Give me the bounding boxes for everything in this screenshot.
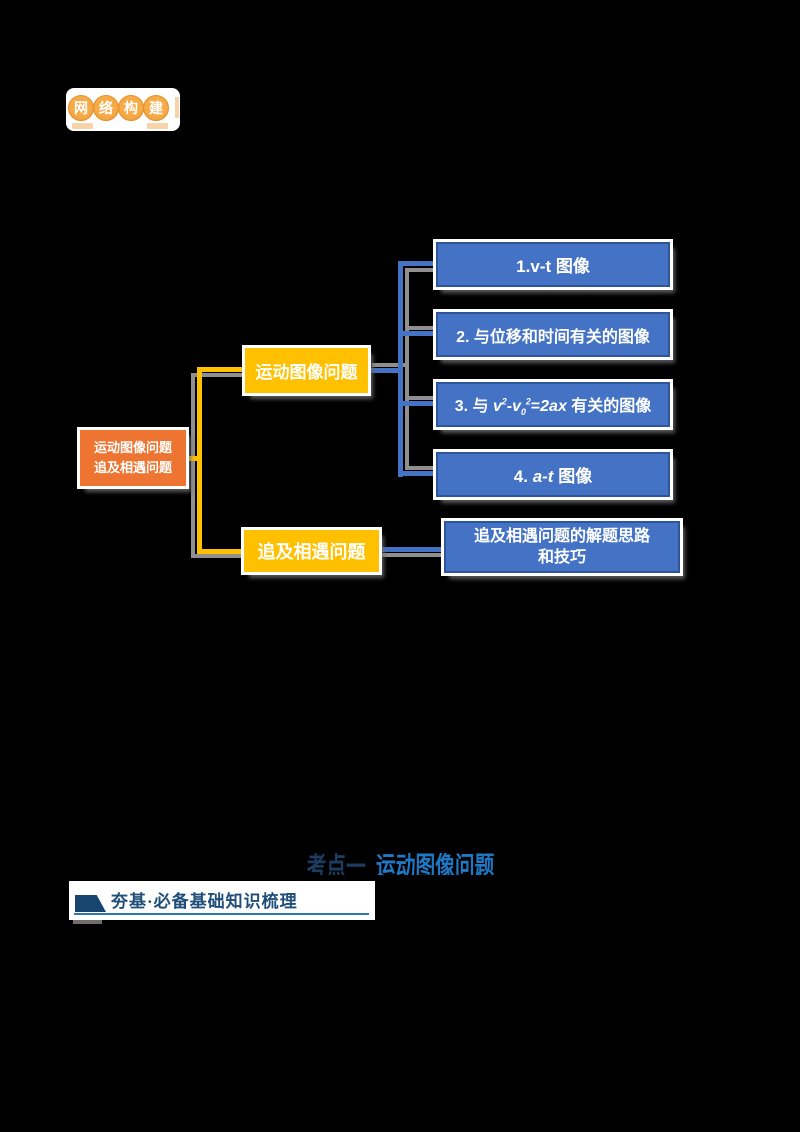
leaf-node-at-graph: 4. a-t 图像 <box>436 452 670 497</box>
leaf-node-vt-graph: 1.v-t 图像 <box>436 242 670 287</box>
branch-node-motion-graphs: 运动图像问题 <box>245 348 368 393</box>
formula-pre: 3. 与 <box>454 397 493 415</box>
formula-v: v <box>492 397 502 415</box>
logo-circle-2: 络 <box>93 95 119 121</box>
section-header: 夯基·必备基础知识梳理 <box>69 881 375 920</box>
connector-root-stub <box>185 456 201 461</box>
connector-shadow <box>405 326 436 330</box>
section-marker-shape <box>75 895 106 912</box>
connector-to-leaf-4 <box>398 471 436 476</box>
topic-heading-title: 运动图像问题 <box>375 853 494 875</box>
leaf-node-solution: 追及相遇问题的解题思路 和技巧 <box>444 521 680 573</box>
logo-ribbon-right <box>147 123 168 129</box>
connector-to-leaf-2 <box>398 331 436 336</box>
branch-label: 追及相遇问题 <box>257 542 366 562</box>
connector-shadow <box>191 554 244 558</box>
leaf-node-displacement-time: 2. 与位移和时间有关的图像 <box>436 312 670 357</box>
logo-ribbon-left <box>72 123 93 129</box>
connector-blue-vertical <box>398 261 403 477</box>
connector-from-motion-branch <box>368 368 401 373</box>
logo-circle-3: 构 <box>118 95 144 121</box>
leaf-label: 1.v-t 图像 <box>516 257 590 276</box>
section-marker-shadow <box>73 920 102 924</box>
logo-char: 络 <box>99 100 113 116</box>
formula-post: 有关的图像 <box>566 397 652 415</box>
logo-circle-4: 建 <box>143 95 169 121</box>
topic-heading: 考点一运动图像问题 <box>0 853 800 875</box>
logo-circle-1: 网 <box>68 95 94 121</box>
branch-label: 运动图像问题 <box>255 363 358 382</box>
formula-dash: - <box>506 397 513 415</box>
connector-yellow-vertical <box>197 367 202 554</box>
formula-sub: 0 <box>520 407 526 418</box>
connector-shadow <box>191 373 245 377</box>
connector-to-leaf-1 <box>398 261 436 266</box>
logo-char: 网 <box>74 100 88 116</box>
at-post: 图像 <box>553 467 593 486</box>
leaf-label: 2. 与位移和时间有关的图像 <box>456 328 650 346</box>
formula-sup: 2 <box>501 396 507 407</box>
section-title: 夯基·必备基础知识梳理 <box>111 892 298 911</box>
connector-to-leaf-5 <box>379 547 444 552</box>
root-node: 运动图像问题 追及相遇问题 <box>80 430 186 486</box>
section-underline <box>74 913 369 915</box>
connector-to-motion-branch <box>197 367 245 372</box>
formula-eq: = <box>530 397 541 415</box>
logo-ribbon-edge <box>175 97 179 118</box>
formula-sup: 2 <box>525 396 531 407</box>
logo-char: 构 <box>124 100 138 116</box>
root-node-line2: 追及相遇问题 <box>93 460 172 475</box>
formula-2ax: 2ax <box>540 397 567 415</box>
leaf-label-line2: 和技巧 <box>537 549 586 566</box>
logo-char: 建 <box>149 100 163 116</box>
at-italic: a-t <box>532 467 554 486</box>
connector-shadow <box>405 268 409 470</box>
connector-shadow <box>405 396 436 400</box>
at-pre: 4. <box>513 467 533 486</box>
connector-to-leaf-3 <box>398 401 436 406</box>
connector-shadow <box>405 268 436 272</box>
leaf-label-formula: 3. 与 v2-v02=2ax 有关的图像 <box>454 392 652 418</box>
connector-shadow <box>372 363 406 367</box>
topic-heading-number: 考点一 <box>306 853 366 875</box>
connector-shadow <box>405 466 436 470</box>
connector-shadow <box>191 373 195 558</box>
root-node-line1: 运动图像问题 <box>93 440 172 455</box>
leaf-label-line1: 追及相遇问题的解题思路 <box>473 528 650 545</box>
branch-node-chase-meet: 追及相遇问题 <box>244 530 379 572</box>
connector-shadow <box>382 553 444 557</box>
formula-v0: v <box>512 397 521 415</box>
connector-to-chase-branch <box>197 549 244 554</box>
topic-heading-text: 考点一运动图像问题 <box>306 853 494 875</box>
leaf-label: 4. a-t 图像 <box>514 462 592 487</box>
leaf-node-formula-graph: 3. 与 v2-v02=2ax 有关的图像 <box>436 382 670 427</box>
